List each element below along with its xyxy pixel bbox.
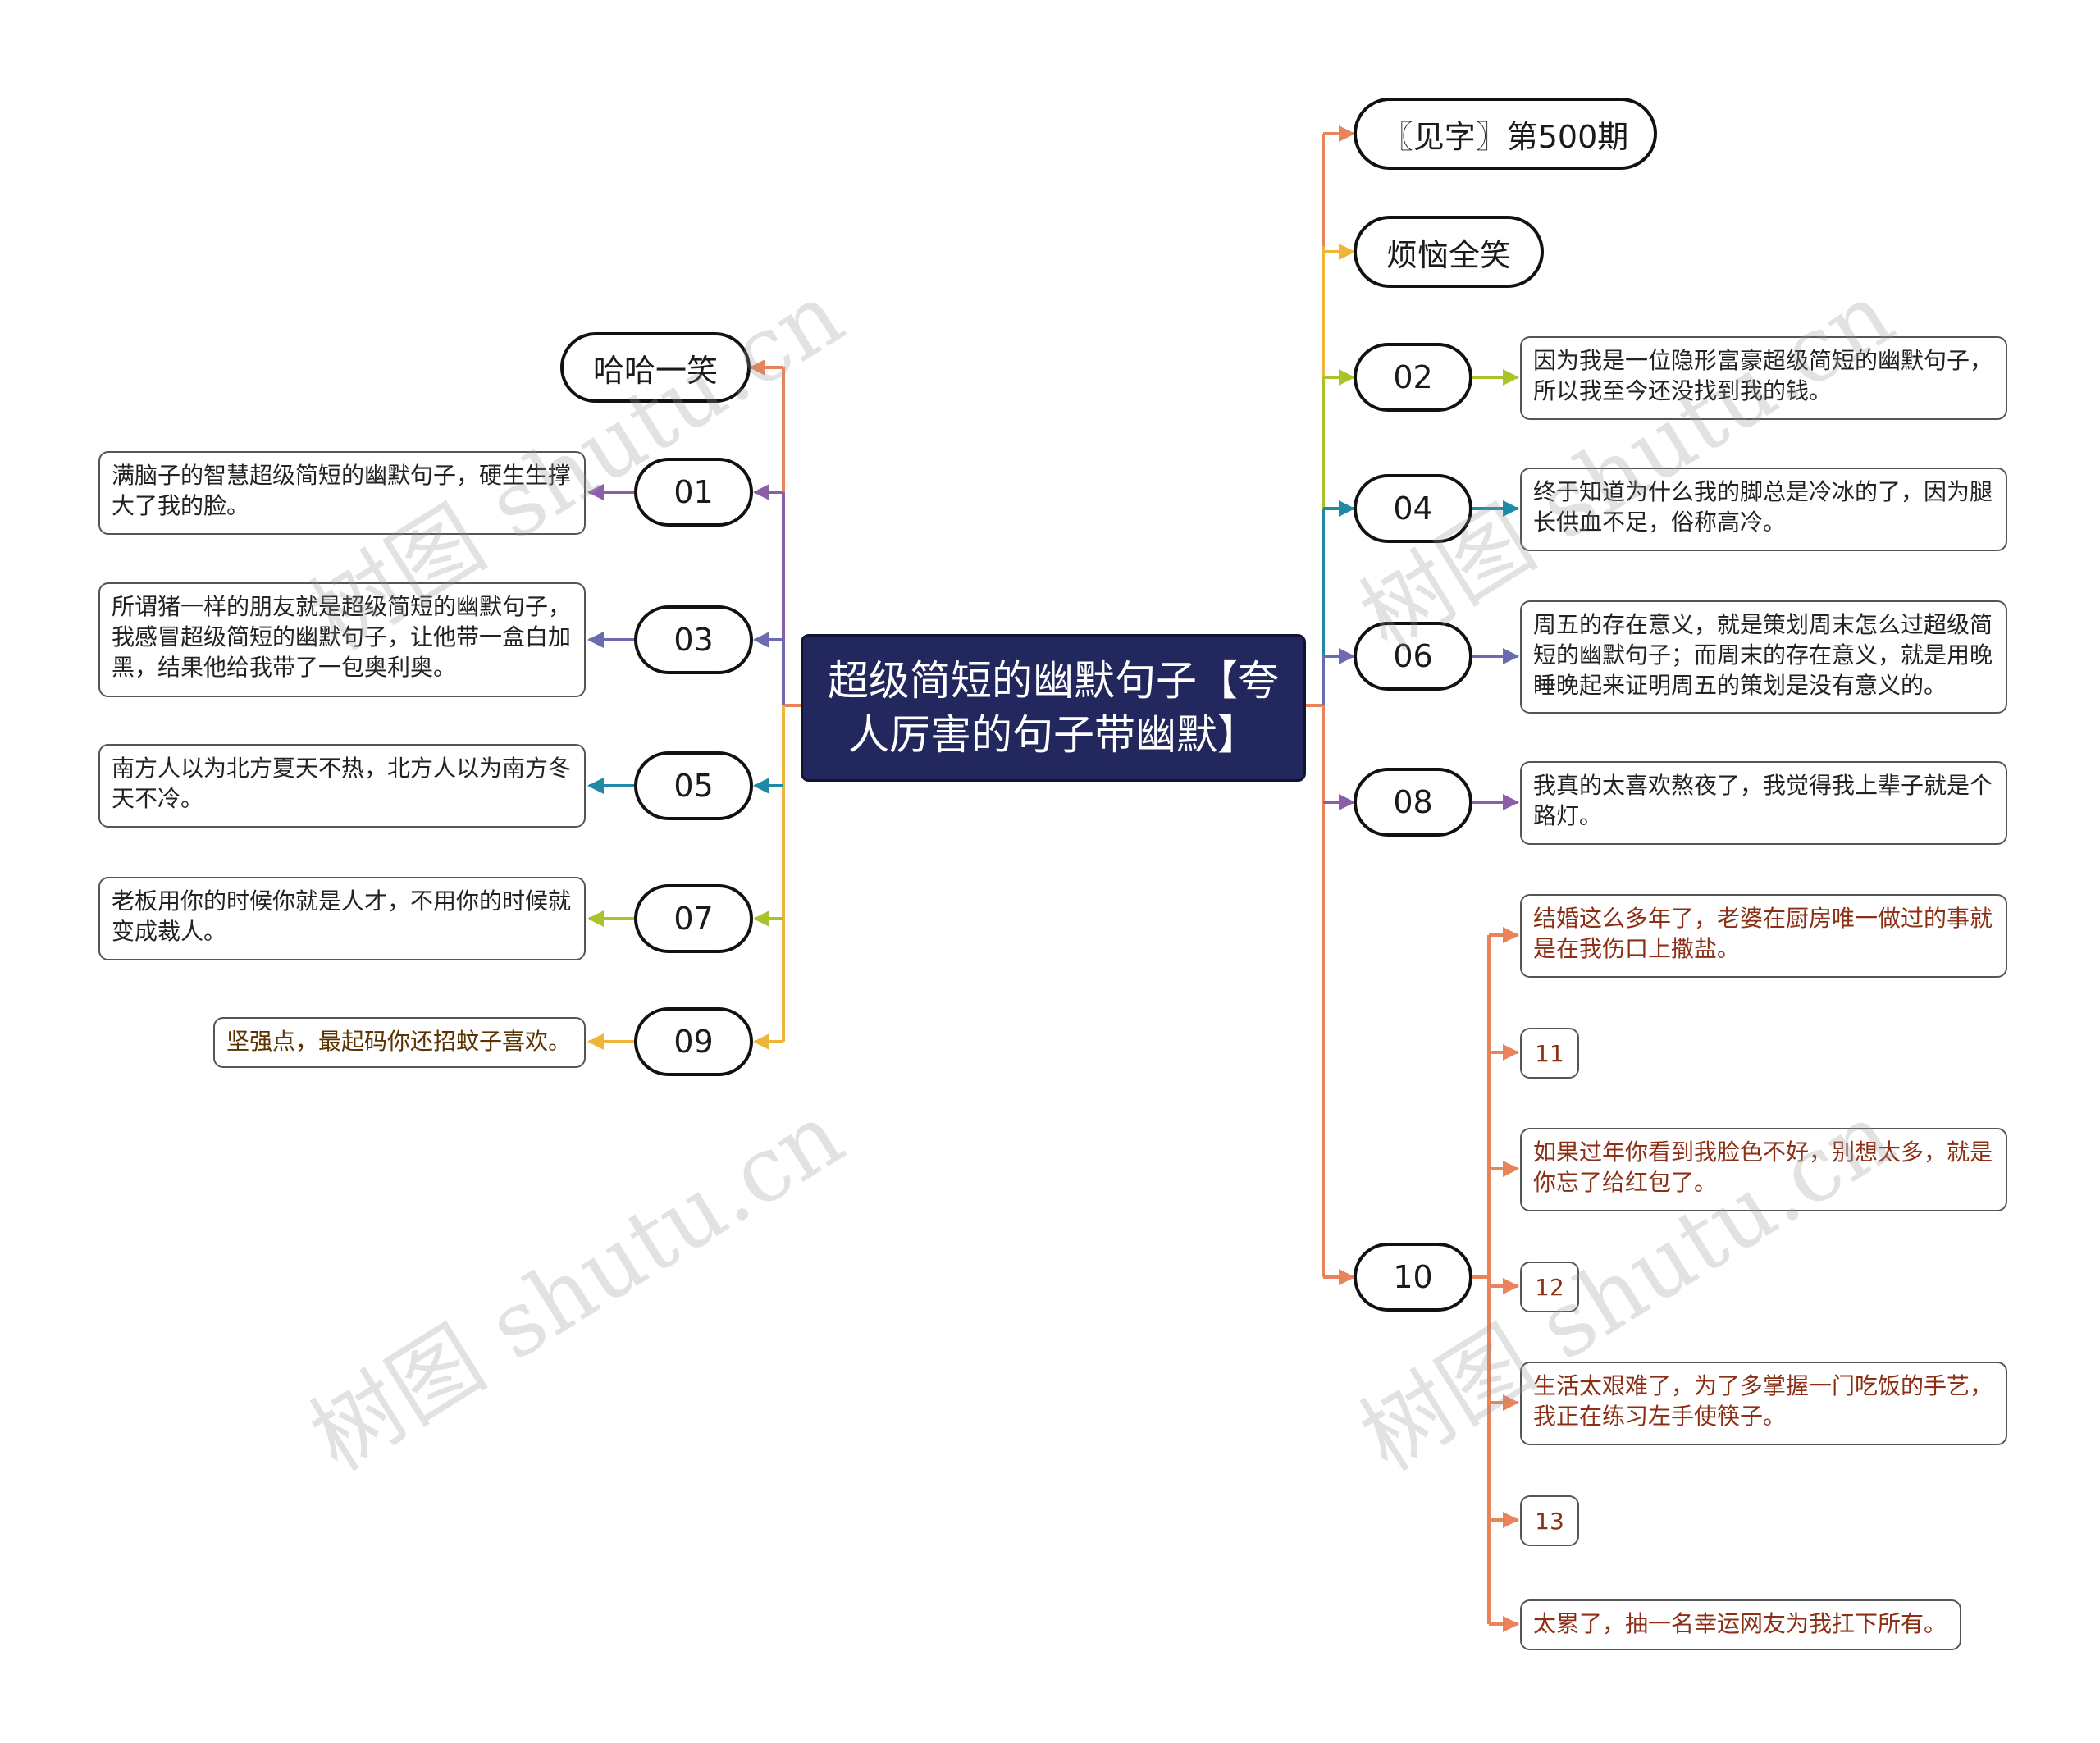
text-03[interactable]: 所谓猪一样的朋友就是超级简短的幽默句子，我感冒超级简短的幽默句子，让他带一盒白加… [98, 582, 586, 697]
topic-09[interactable]: 09 [634, 1007, 753, 1076]
text-10-5[interactable]: 生活太艰难了，为了多掌握一门吃饭的手艺，我正在练习左手使筷子。 [1520, 1362, 2007, 1445]
topic-10[interactable]: 10 [1354, 1243, 1472, 1312]
topic-08[interactable]: 08 [1354, 768, 1472, 837]
text-04[interactable]: 终于知道为什么我的脚总是冷冰的了，因为腿长供血不足，俗称高冷。 [1520, 468, 2007, 551]
text-10-1[interactable]: 结婚这么多年了，老婆在厨房唯一做过的事就是在我伤口上撒盐。 [1520, 894, 2007, 978]
topic-03[interactable]: 03 [634, 605, 753, 674]
topic-haha[interactable]: 哈哈一笑 [560, 332, 751, 403]
central-topic[interactable]: 超级简短的幽默句子【夸人厉害的句子带幽默】 [801, 634, 1306, 782]
topic-07[interactable]: 07 [634, 884, 753, 953]
text-08[interactable]: 我真的太喜欢熬夜了，我觉得我上辈子就是个路灯。 [1520, 761, 2007, 845]
text-05[interactable]: 南方人以为北方夏天不热，北方人以为南方冬天不冷。 [98, 744, 586, 828]
text-01[interactable]: 满脑子的智慧超级简短的幽默句子，硬生生撑大了我的脸。 [98, 451, 586, 535]
topic-06[interactable]: 06 [1354, 622, 1472, 691]
topic-jianzi[interactable]: 〖见字〗第500期 [1354, 98, 1657, 170]
topic-02[interactable]: 02 [1354, 343, 1472, 412]
text-10-6[interactable]: 13 [1520, 1495, 1579, 1546]
topic-01[interactable]: 01 [634, 458, 753, 527]
text-10-4[interactable]: 12 [1520, 1262, 1579, 1312]
topic-05[interactable]: 05 [634, 751, 753, 820]
text-06[interactable]: 周五的存在意义，就是策划周末怎么过超级简短的幽默句子；而周末的存在意义，就是用晚… [1520, 600, 2007, 714]
text-02[interactable]: 因为我是一位隐形富豪超级简短的幽默句子，所以我至今还没找到我的钱。 [1520, 336, 2007, 420]
text-10-7[interactable]: 太累了，抽一名幸运网友为我扛下所有。 [1520, 1599, 1961, 1650]
topic-fannao[interactable]: 烦恼全笑 [1354, 216, 1544, 288]
text-09[interactable]: 坚强点，最起码你还招蚊子喜欢。 [213, 1017, 586, 1068]
text-10-3[interactable]: 如果过年你看到我脸色不好，别想太多，就是你忘了给红包了。 [1520, 1128, 2007, 1211]
text-07[interactable]: 老板用你的时候你就是人才，不用你的时候就变成裁人。 [98, 877, 586, 960]
topic-04[interactable]: 04 [1354, 474, 1472, 543]
text-10-2[interactable]: 11 [1520, 1028, 1579, 1079]
